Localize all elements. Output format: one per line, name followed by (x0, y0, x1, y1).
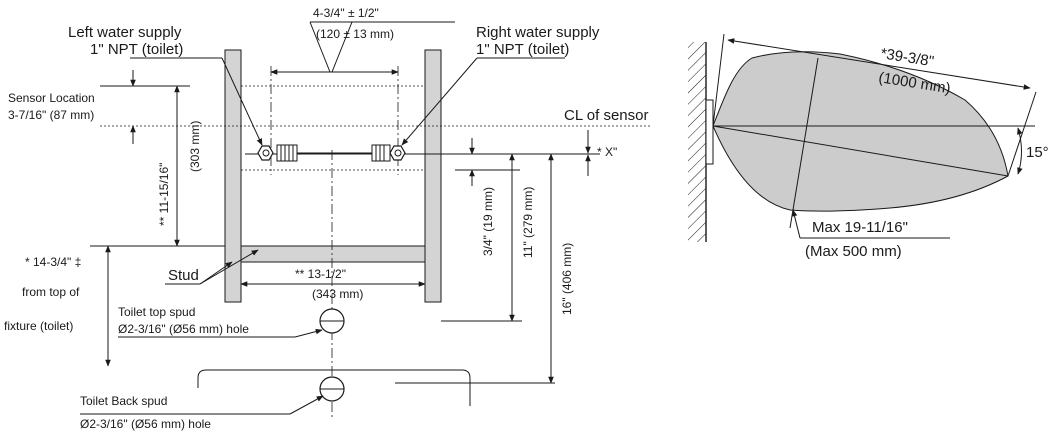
detection-area (712, 51, 1009, 212)
x-dim-label: * X" (597, 145, 617, 159)
dim-11-15-16: ** 11-15/16" (157, 163, 171, 226)
max-distance-label: Max 19-11/16" (812, 219, 908, 236)
dim-3-4: 3/4" (19 mm) (481, 187, 495, 256)
top-spud-hole-label: Ø2-3/16" (Ø56 mm) hole (118, 322, 249, 336)
dim-11: 11" (279 mm) (521, 187, 535, 258)
right-valve (371, 144, 406, 162)
sensor-location-value: 3-7/16" (87 mm) (8, 108, 94, 122)
rough-in-view: Left water supply 1" NPT (toilet) 4-3/4"… (4, 6, 650, 431)
spacing-mm: (120 ± 13 mm) (316, 27, 394, 41)
spacing-label: 4-3/4" ± 1/2" (313, 6, 379, 20)
stud-label: Stud (168, 267, 199, 284)
left-supply-npt: 1" NPT (toilet) (90, 41, 183, 58)
sensor-range-view: *39-3/8" (1000 mm) 15° Max 19-11/16" (Ma… (688, 33, 1049, 260)
right-stud (424, 49, 442, 303)
cl-sensor-label: CL of sensor (564, 107, 649, 124)
dim-13-1-2: ** 13-1/2" (295, 267, 346, 281)
angle-label: 15° (1026, 144, 1049, 161)
left-valve (257, 144, 372, 162)
back-spud-hole-label: Ø2-3/16" (Ø56 mm) hole (80, 417, 211, 431)
dim-343mm: (343 mm) (312, 287, 363, 301)
fixture-dim-3: fixture (toilet) (4, 319, 73, 333)
right-supply-label: Right water supply (476, 24, 600, 41)
right-supply-npt: 1" NPT (toilet) (476, 41, 569, 58)
fixture-dim-2: from top of (22, 285, 80, 299)
left-supply-label: Left water supply (68, 24, 182, 41)
horizontal-stud (240, 245, 426, 263)
back-spud-label: Toilet Back spud (80, 394, 167, 408)
wall (688, 42, 706, 242)
max-distance-mm: (Max 500 mm) (805, 243, 902, 260)
sensor-location-label: Sensor Location (8, 91, 95, 105)
dim-303mm: (303 mm) (188, 121, 202, 172)
left-stud (224, 49, 242, 303)
fixture-dim-1: * 14-3/4" ‡ (25, 255, 81, 269)
dim-16: 16" (406 mm) (560, 243, 574, 315)
top-spud-label: Toilet top spud (118, 305, 195, 319)
